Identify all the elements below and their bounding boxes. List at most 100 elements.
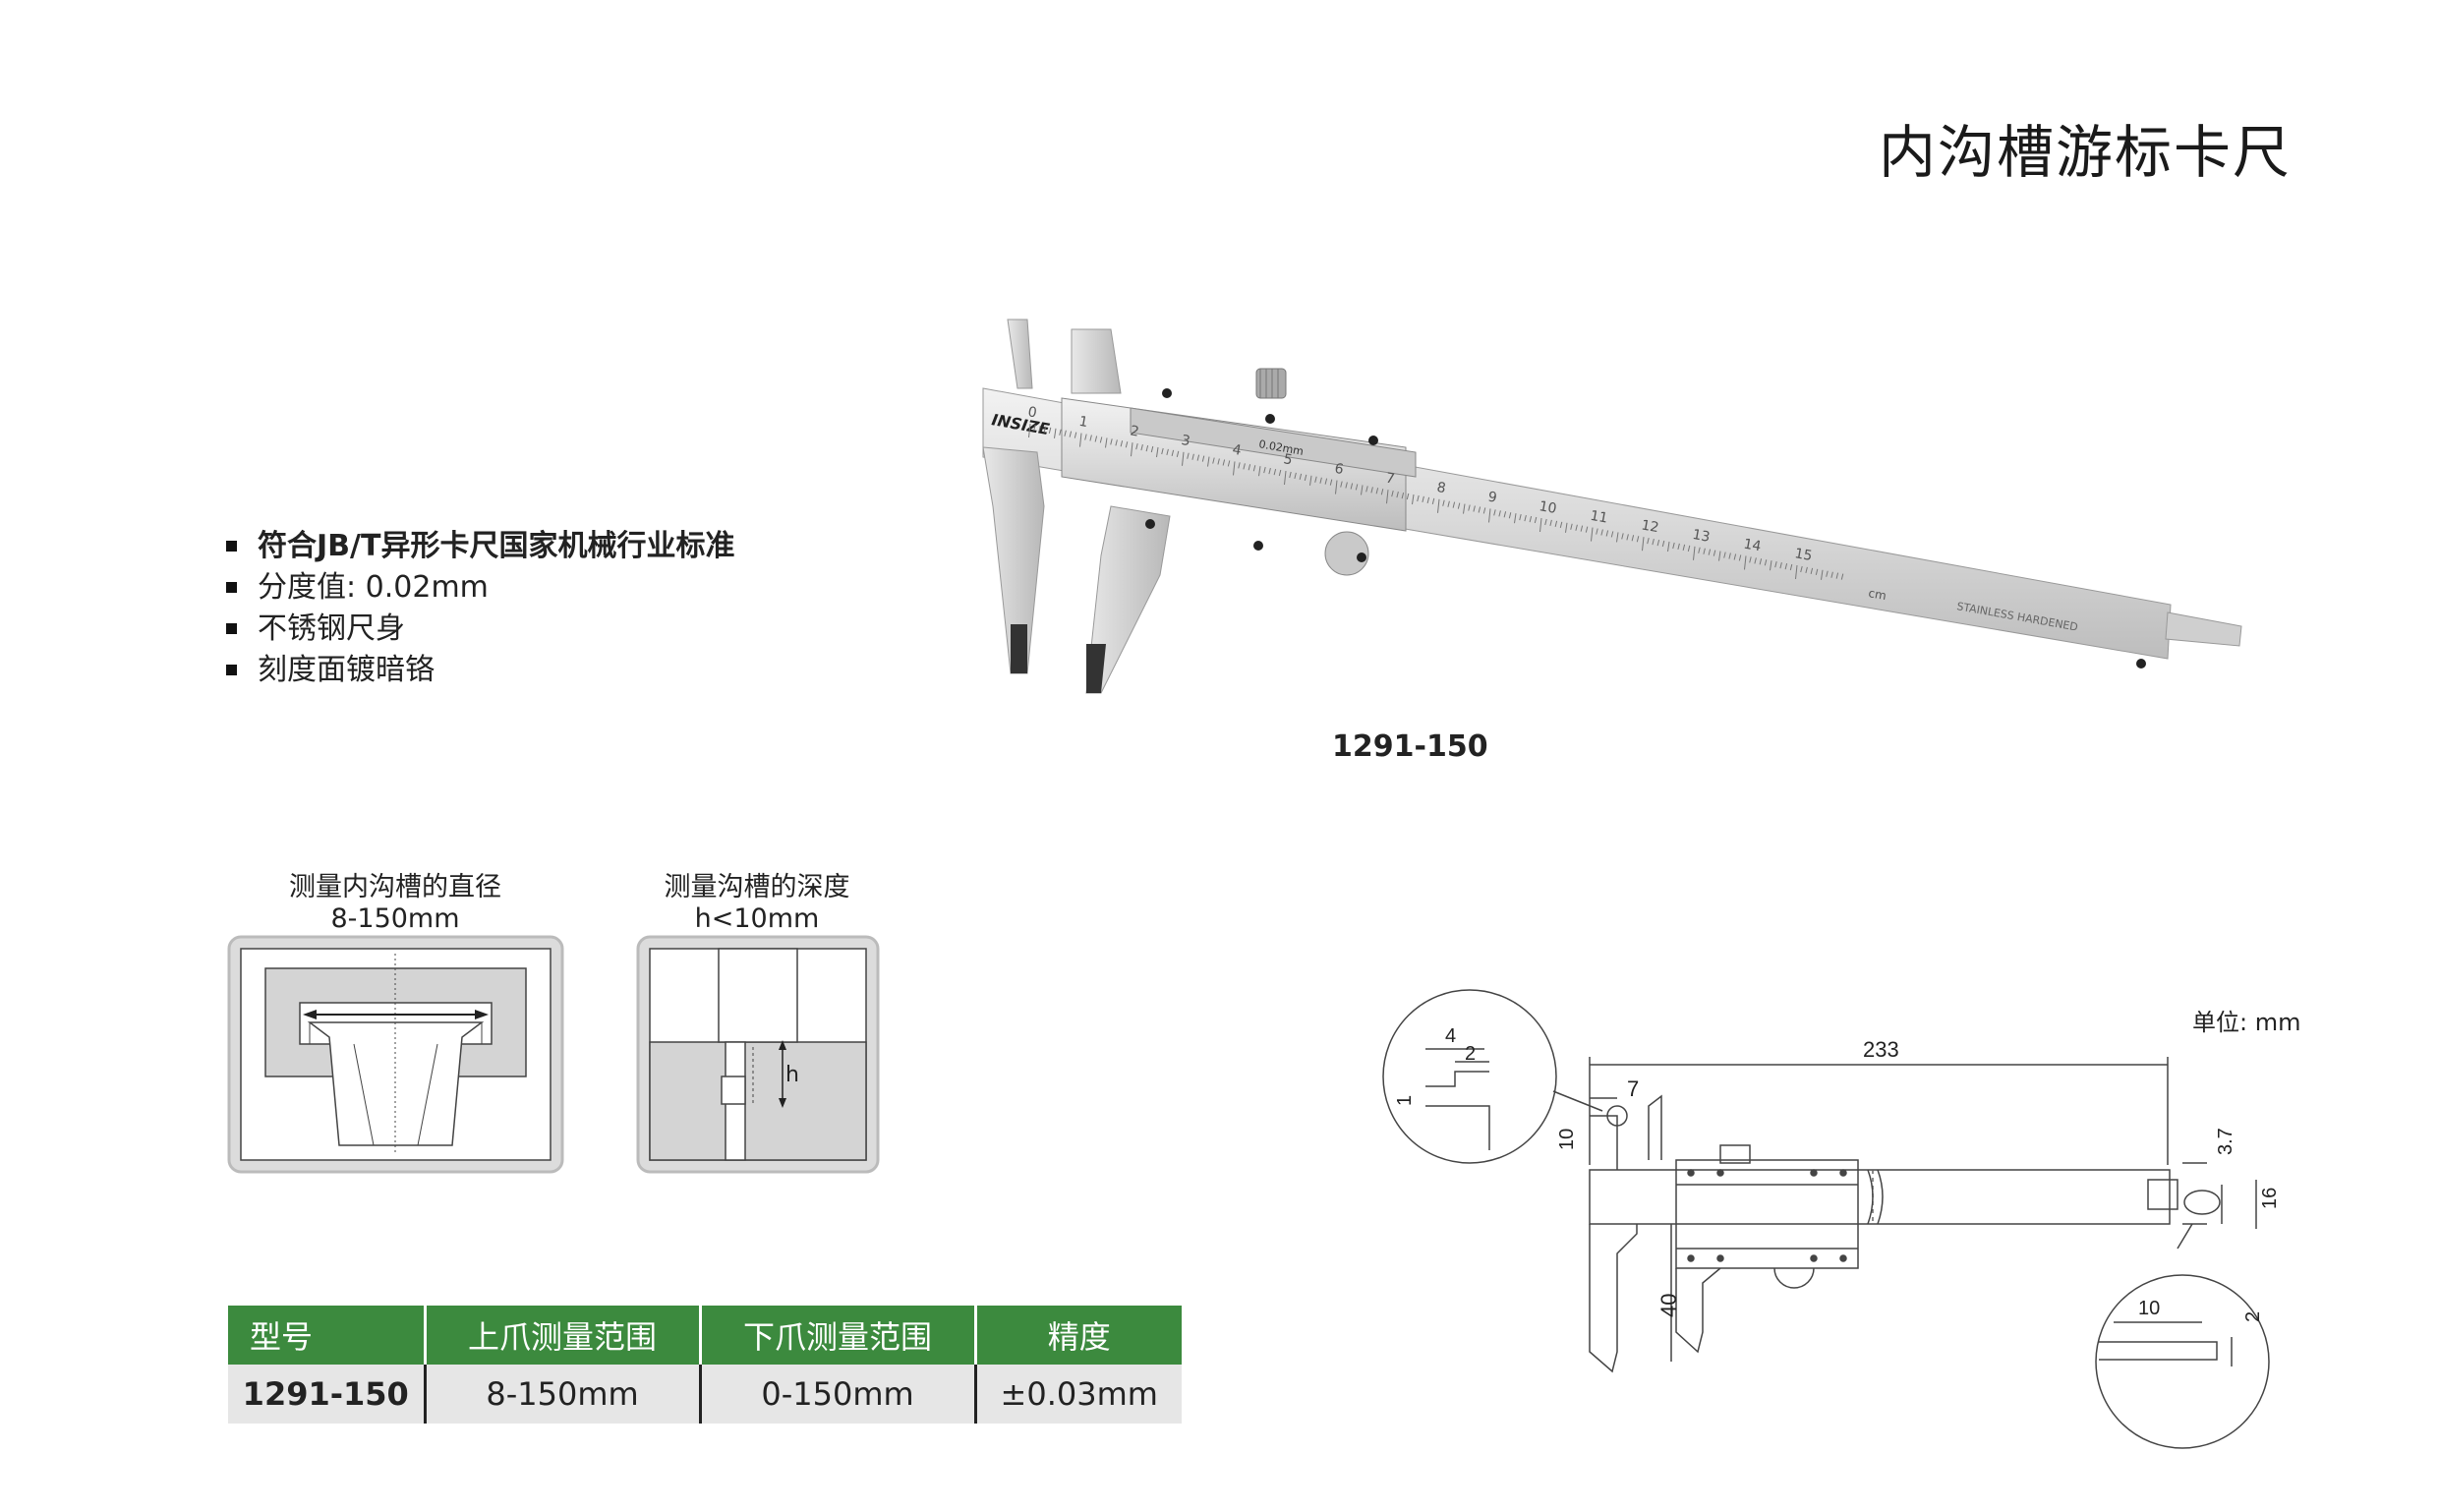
scale-tick — [1549, 519, 1552, 527]
scale-tick — [1289, 471, 1292, 479]
scale-tick — [1171, 449, 1175, 457]
scale-tick — [1084, 434, 1087, 440]
scale-tick — [1089, 435, 1092, 441]
scale-tick — [1488, 508, 1491, 523]
scale-tick — [1094, 436, 1098, 442]
scale-tick — [1437, 498, 1440, 513]
technical-drawing: 4 2 1 233 7 10 40 3.7 16 10 2 — [1382, 989, 2281, 1449]
feature-item: 刻度面镀暗铬 — [226, 650, 734, 691]
scale-tick — [1304, 474, 1307, 481]
scale-tick — [1580, 525, 1584, 532]
scale-tick — [1835, 572, 1839, 579]
scale-tick — [1478, 506, 1481, 513]
feature-item: 分度值: 0.02mm — [226, 567, 734, 609]
dim-10: 10 — [1556, 1129, 1578, 1150]
scale-tick — [1682, 544, 1686, 552]
dim-4: 4 — [1445, 1025, 1456, 1047]
scale-tick — [1125, 441, 1129, 448]
scale-number: 6 — [1333, 461, 1345, 478]
scale-tick — [1452, 501, 1456, 508]
scale-tick — [1355, 484, 1359, 491]
scale-number: 12 — [1640, 517, 1659, 536]
scale-tick — [1723, 552, 1726, 558]
scale-number: 7 — [1384, 470, 1396, 487]
scale-tick — [1099, 436, 1103, 443]
scale-tick — [1406, 493, 1410, 500]
scale-tick — [1621, 533, 1624, 540]
scale-tick — [1661, 540, 1665, 548]
scale-tick — [1596, 528, 1598, 535]
header-model: 型号 — [228, 1306, 427, 1365]
scale-tick — [1258, 466, 1261, 477]
model-caption: 1291-150 — [1332, 729, 1488, 764]
dim-40: 40 — [1656, 1294, 1681, 1317]
scale-tick — [1610, 531, 1614, 538]
scale-tick — [1565, 522, 1568, 533]
scale-tick — [1764, 559, 1768, 566]
scale-tick — [1759, 558, 1763, 565]
scale-tick — [1677, 543, 1680, 551]
header-lower-range: 下爪测量范围 — [700, 1306, 977, 1365]
scale-tick — [1468, 504, 1471, 511]
scale-tick — [1233, 461, 1236, 476]
spec-table: 型号 上爪测量范围 下爪测量范围 精度 1291-150 8-150mm 0-1… — [228, 1306, 1182, 1424]
scale-tick — [1135, 443, 1138, 450]
scale-tick — [1539, 517, 1542, 533]
scale-number: 11 — [1589, 508, 1608, 527]
depth-caption: 测量沟槽的深度 h<10mm — [629, 872, 885, 935]
scale-tick — [1656, 539, 1660, 547]
scale-tick — [1412, 494, 1415, 505]
scale-number: 15 — [1793, 546, 1813, 564]
scale-tick — [1120, 440, 1124, 447]
scale-tick — [1774, 561, 1777, 568]
scale-tick — [1059, 429, 1062, 436]
scale-tick — [1431, 497, 1435, 504]
scale-tick — [1309, 475, 1312, 486]
scale-tick — [1616, 532, 1619, 543]
scale-tick — [1800, 565, 1803, 573]
scale-tick — [1642, 537, 1645, 552]
scale-tick — [1105, 437, 1108, 448]
header-accuracy: 精度 — [975, 1306, 1182, 1365]
dim-2: 2 — [1465, 1043, 1476, 1065]
dim-total: 233 — [1863, 1037, 1899, 1062]
scale-tick — [1156, 446, 1159, 458]
scale-tick — [1519, 514, 1522, 521]
table-header-row: 型号 上爪测量范围 下爪测量范围 精度 — [228, 1306, 1182, 1365]
scale-tick — [1672, 542, 1675, 550]
scale-tick — [1028, 423, 1031, 438]
scale-tick — [1150, 445, 1154, 453]
scale-tick — [1728, 552, 1731, 559]
scale-tick — [1636, 536, 1640, 543]
scale-tick — [1140, 443, 1143, 451]
scale-tick — [1187, 452, 1190, 459]
scale-tick — [1713, 550, 1716, 556]
scale-number: 9 — [1486, 490, 1498, 506]
scale-tick — [1212, 457, 1215, 464]
scale-tick — [1329, 479, 1333, 486]
scale-tick — [1033, 424, 1036, 432]
cell-accuracy: ±0.03mm — [975, 1365, 1182, 1424]
scale-tick — [1263, 467, 1266, 474]
diameter-diagram — [227, 935, 564, 1174]
scale-tick — [1626, 534, 1629, 541]
scale-tick — [1401, 492, 1405, 499]
dim-7: 7 — [1627, 1076, 1639, 1101]
scale-tick — [1176, 450, 1180, 457]
scale-tick — [1268, 467, 1271, 475]
scale-tick — [1473, 505, 1476, 512]
table-row: 1291-150 8-150mm 0-150mm ±0.03mm — [228, 1365, 1182, 1424]
unit-label: 单位: mm — [2192, 1009, 2301, 1036]
scale-tick — [1647, 538, 1650, 545]
scale-number: 14 — [1742, 537, 1762, 555]
scale-tick — [1294, 472, 1297, 480]
scale-tick — [1482, 507, 1486, 514]
scale-tick — [1826, 570, 1829, 577]
scale-tick — [1784, 562, 1788, 570]
scale-tick — [1810, 567, 1814, 575]
scale-number: 10 — [1538, 498, 1557, 517]
scale-tick — [1314, 476, 1317, 483]
scale-tick — [1196, 454, 1200, 461]
scale-tick — [1600, 529, 1603, 536]
scale-number: 4 — [1231, 442, 1243, 459]
